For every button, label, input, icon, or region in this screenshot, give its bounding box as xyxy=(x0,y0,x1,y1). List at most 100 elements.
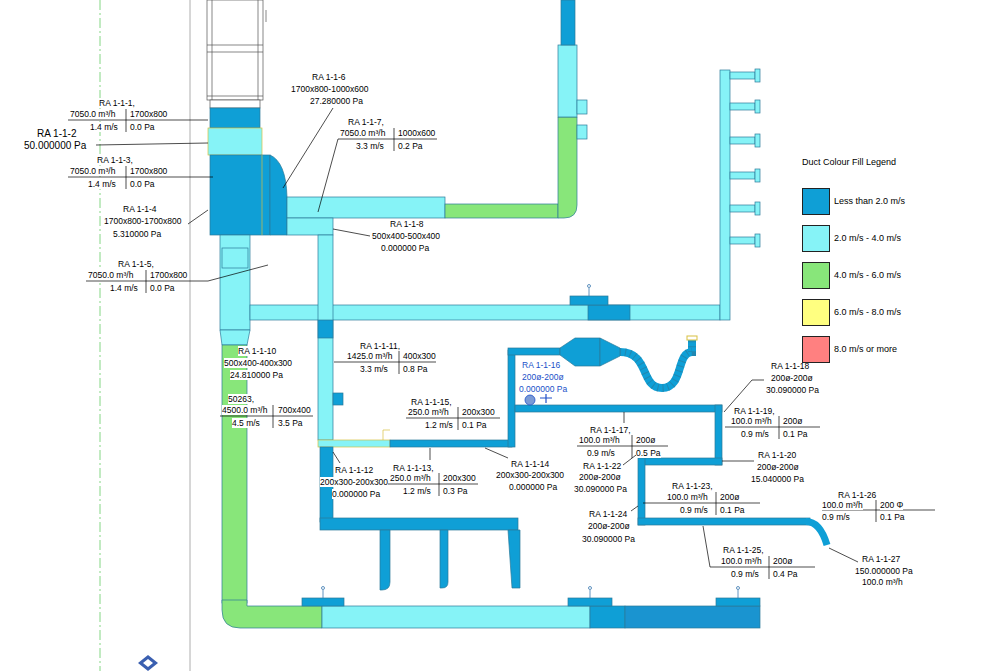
duct-tag-text: 100.0 m³/h xyxy=(822,500,863,510)
leader-line xyxy=(126,166,127,189)
terminal-marker xyxy=(323,590,324,598)
duct xyxy=(210,108,260,128)
leader-line xyxy=(126,109,127,132)
flex-duct xyxy=(620,340,692,388)
leader-line xyxy=(68,177,213,178)
duct xyxy=(508,348,560,355)
terminal-marker xyxy=(588,285,591,288)
duct-tag-text: 0.000000 Pa xyxy=(509,482,557,492)
duct xyxy=(638,458,645,525)
duct-tag-text: 1.4 m/s xyxy=(110,283,138,293)
legend-text: Less than 2.0 m/s xyxy=(834,196,905,207)
duct-tag-text: 0.2 Pa xyxy=(398,141,423,151)
terminal-marker xyxy=(589,587,592,590)
air-handling-unit xyxy=(207,45,263,46)
legend-swatch xyxy=(802,225,830,252)
selection-grip xyxy=(540,393,552,403)
duct-tag-text: 100.0 m³/h xyxy=(731,416,772,426)
duct xyxy=(590,606,625,628)
air-handling-unit xyxy=(207,0,263,100)
duct-tag-text: 1.4 m/s xyxy=(88,179,116,189)
leader-line xyxy=(716,492,717,515)
terminal-marker xyxy=(738,590,739,598)
duct xyxy=(262,155,263,235)
leader-line xyxy=(220,416,313,417)
flex-duct xyxy=(620,340,692,388)
duct-tag-text: 200ø xyxy=(636,435,655,445)
duct-tag-text: RA 1-1-16 xyxy=(522,360,560,370)
duct-tag-text: 1700x800-1000x600 xyxy=(291,84,369,94)
leader-line xyxy=(68,120,208,121)
duct-tag-text: RA 1-1-26 xyxy=(838,490,876,500)
duct-tag-text: 0.9 m/s xyxy=(587,448,615,458)
leader-line xyxy=(718,567,815,568)
duct-tag-text: 1700x800-1700x800 xyxy=(104,216,182,226)
duct-tag-text: 0.0 Pa xyxy=(130,179,155,189)
duct-tag-text: 200ø-200ø xyxy=(757,462,799,472)
duct-tag-text: RA 1-1-10 xyxy=(238,346,276,356)
terminal-marker xyxy=(589,288,590,296)
leader-line xyxy=(632,435,633,458)
duct xyxy=(568,598,612,606)
air-handling-unit xyxy=(210,100,260,108)
leader-line xyxy=(430,448,431,460)
duct xyxy=(625,606,760,628)
flex-duct xyxy=(620,336,827,545)
duct-tag-text: 200ø-200ø xyxy=(771,373,813,383)
leader-line xyxy=(188,210,208,224)
air-handling-unit xyxy=(212,0,213,100)
leader-line xyxy=(334,362,436,363)
leader-line xyxy=(399,351,400,374)
duct xyxy=(600,338,620,366)
duct-tag-text: 30.090000 Pa xyxy=(766,385,819,395)
flex-duct xyxy=(687,336,697,340)
leader-line xyxy=(769,556,770,579)
duct-tag-text: 200ø-200ø xyxy=(579,472,621,482)
duct xyxy=(730,237,755,244)
grid-line xyxy=(190,0,191,671)
duct xyxy=(445,204,558,218)
duct-tag-text: 1.2 m/s xyxy=(403,486,431,496)
leader-line xyxy=(406,418,500,419)
duct xyxy=(588,305,630,320)
duct xyxy=(287,197,445,218)
duct-tag-text: RA 1-1-8 xyxy=(390,219,424,229)
duct-tag-text: 0.1 Pa xyxy=(880,512,905,522)
leader-line xyxy=(146,270,147,293)
duct-tag-text: 3.3 m/s xyxy=(356,141,384,151)
duct-tag-text: 0.3 Pa xyxy=(443,486,468,496)
duct-tag-text: RA 1-1-19, xyxy=(734,406,775,416)
duct-tag-text: 1000x600 xyxy=(398,128,435,138)
duct xyxy=(730,72,755,79)
terminal-marker xyxy=(737,587,740,590)
leader-line xyxy=(643,503,665,504)
duct-tag-text: 250.0 m³/h xyxy=(408,407,449,417)
duct xyxy=(440,530,448,588)
duct xyxy=(210,155,270,235)
duct xyxy=(638,518,810,525)
leader-line xyxy=(725,427,820,428)
leader-line xyxy=(394,128,395,151)
duct-tag-text: RA 1-1-5, xyxy=(118,259,154,269)
leader-line xyxy=(577,446,668,447)
duct-tag-text: RA 1-1-22 xyxy=(583,461,621,471)
legend-text: 6.0 m/s - 8.0 m/s xyxy=(834,307,901,318)
legend-swatch xyxy=(802,262,830,289)
duct-tag-text: 0.000000 Pa xyxy=(381,243,429,253)
duct-tag-text: 500x400-400x300 xyxy=(224,358,292,368)
duct-tag-text: 1.4 m/s xyxy=(90,122,118,132)
duct-tag-text: 0.0 Pa xyxy=(130,122,155,132)
duct-tag-text: 0.4 Pa xyxy=(773,569,798,579)
legend-title: Duct Colour Fill Legend xyxy=(802,157,896,168)
air-handling-unit xyxy=(258,0,259,100)
duct xyxy=(270,155,287,235)
duct-tag-text: RA 1-1-20 xyxy=(758,450,796,460)
duct xyxy=(558,117,577,218)
duct-tag-text: 200ø-200ø xyxy=(588,521,630,531)
duct xyxy=(383,430,390,440)
duct-tag-text: RA 1-1-13, xyxy=(393,463,434,473)
leader-line xyxy=(624,412,625,423)
duct xyxy=(577,100,587,114)
